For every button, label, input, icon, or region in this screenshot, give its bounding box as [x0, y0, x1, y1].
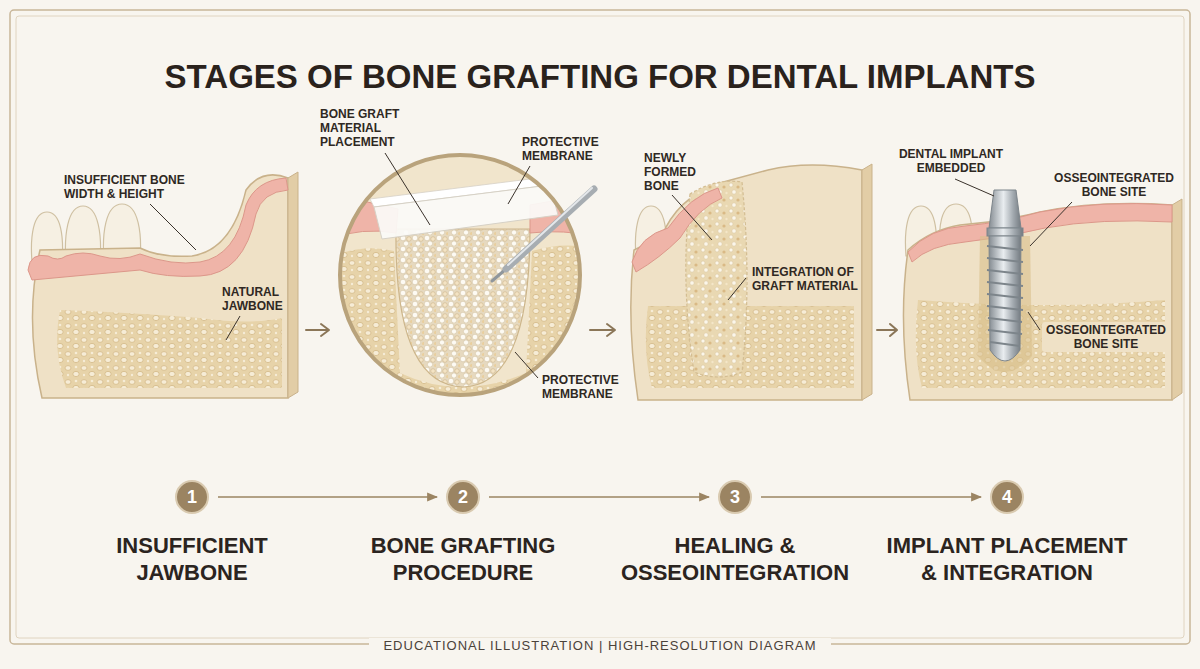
leader-line: [672, 195, 712, 240]
callout-label: INTEGRATION OF GRAFT MATERIAL: [750, 264, 860, 294]
step-title: IMPLANT PLACEMENT & INTEGRATION: [880, 532, 1134, 586]
label-box: PROTECTIVE MEMBRANE: [540, 372, 625, 402]
panel-arrows: [306, 324, 897, 336]
callout-label: OSSEOINTEGRATED BONE SITE: [1042, 322, 1170, 352]
callout-label: NATURAL JAWBONE: [220, 284, 286, 314]
leader-line: [1028, 312, 1040, 330]
leader-line: [385, 153, 430, 225]
callout-label: DENTAL IMPLANT EMBEDDED: [895, 146, 1007, 176]
callout-label: INSUFFICIENT BONE WIDTH & HEIGHT: [62, 172, 192, 202]
panel-insufficient-jaw: [28, 172, 298, 398]
leader-line: [515, 352, 538, 378]
caption-box: EDUCATIONAL ILLUSTRATION | HIGH-RESOLUTI…: [0, 636, 1200, 654]
leader-line: [1030, 202, 1072, 246]
osseointegration-zone: [978, 236, 1032, 372]
callout-label: BONE GRAFT MATERIAL PLACEMENT: [318, 106, 403, 150]
label-box: OSSEOINTEGRATED BONE SITE: [1050, 170, 1178, 200]
label-box: PROTECTIVE MEMBRANE: [520, 134, 605, 164]
inner-frame: [16, 16, 1184, 638]
caption: EDUCATIONAL ILLUSTRATION | HIGH-RESOLUTI…: [369, 638, 830, 654]
step-number: 3: [730, 487, 740, 507]
label-box: NATURAL JAWBONE: [220, 284, 286, 314]
step-circle: 3HEALING & OSSEOINTEGRATION: [718, 480, 752, 514]
label-box: INTEGRATION OF GRAFT MATERIAL: [750, 264, 860, 294]
panel-implant: [903, 190, 1182, 400]
flow-arrow: [877, 324, 897, 336]
step-circle: 4IMPLANT PLACEMENT & INTEGRATION: [990, 480, 1024, 514]
flow-arrow: [306, 324, 329, 336]
jaw-bone: [903, 204, 1172, 400]
bone-cut-face: [862, 164, 872, 400]
label-box: NEWLY FORMED BONE: [642, 150, 702, 194]
leader-line: [226, 316, 240, 340]
bone-cut-face: [288, 172, 298, 398]
cancellous-bone: [57, 310, 282, 388]
step-circle: 2BONE GRAFTING PROCEDURE: [446, 480, 480, 514]
title: STAGES OF BONE GRAFTING FOR DENTAL IMPLA…: [165, 57, 1036, 97]
step-circle: 1INSUFFICIENT JAWBONE: [175, 480, 209, 514]
implant-threads: [987, 246, 1023, 346]
label-box: INSUFFICIENT BONE WIDTH & HEIGHT: [62, 172, 192, 202]
step-number: 4: [1002, 487, 1012, 507]
leader-line: [508, 166, 530, 204]
label-box: OSSEOINTEGRATED BONE SITE: [1042, 322, 1170, 352]
bone-cut-face: [1172, 199, 1182, 400]
protective-membrane: [374, 185, 558, 239]
step-number: 1: [187, 487, 197, 507]
flow-connector: [761, 496, 981, 498]
frame: [10, 10, 1190, 644]
callout-label: PROTECTIVE MEMBRANE: [540, 372, 625, 402]
label-box: DENTAL IMPLANT EMBEDDED: [895, 146, 1007, 176]
gum: [908, 204, 1172, 262]
graft-granules: [396, 229, 530, 387]
step-number: 2: [458, 487, 468, 507]
leader-lines: [150, 153, 1072, 378]
lens-content: [328, 143, 598, 413]
step-title: BONE GRAFTING PROCEDURE: [336, 532, 590, 586]
label-box: BONE GRAFT MATERIAL PLACEMENT: [318, 106, 403, 150]
flow-arrow: [590, 324, 615, 336]
title-box: STAGES OF BONE GRAFTING FOR DENTAL IMPLA…: [0, 57, 1200, 97]
gum: [632, 188, 722, 272]
flow-connector: [218, 496, 437, 498]
instrument-handle: [506, 189, 594, 269]
bone-section: [328, 143, 598, 413]
leader-line: [150, 204, 196, 250]
lens-ring: [340, 155, 580, 395]
instrument-highlight: [508, 188, 592, 265]
callout-label: NEWLY FORMED BONE: [642, 150, 702, 194]
implant-collar: [987, 228, 1023, 236]
panel-healing: [631, 164, 872, 400]
leader-line: [955, 179, 994, 196]
jaw-bone: [631, 165, 862, 400]
callout-label: PROTECTIVE MEMBRANE: [520, 134, 605, 164]
step-title: INSUFFICIENT JAWBONE: [65, 532, 319, 586]
cancellous-bone: [646, 306, 854, 388]
flow-connector: [489, 496, 709, 498]
leader-line: [728, 278, 746, 300]
panel-graft-procedure: [328, 143, 598, 413]
callout-label: OSSEOINTEGRATED BONE SITE: [1050, 170, 1178, 200]
step-title: HEALING & OSSEOINTEGRATION: [608, 532, 862, 586]
